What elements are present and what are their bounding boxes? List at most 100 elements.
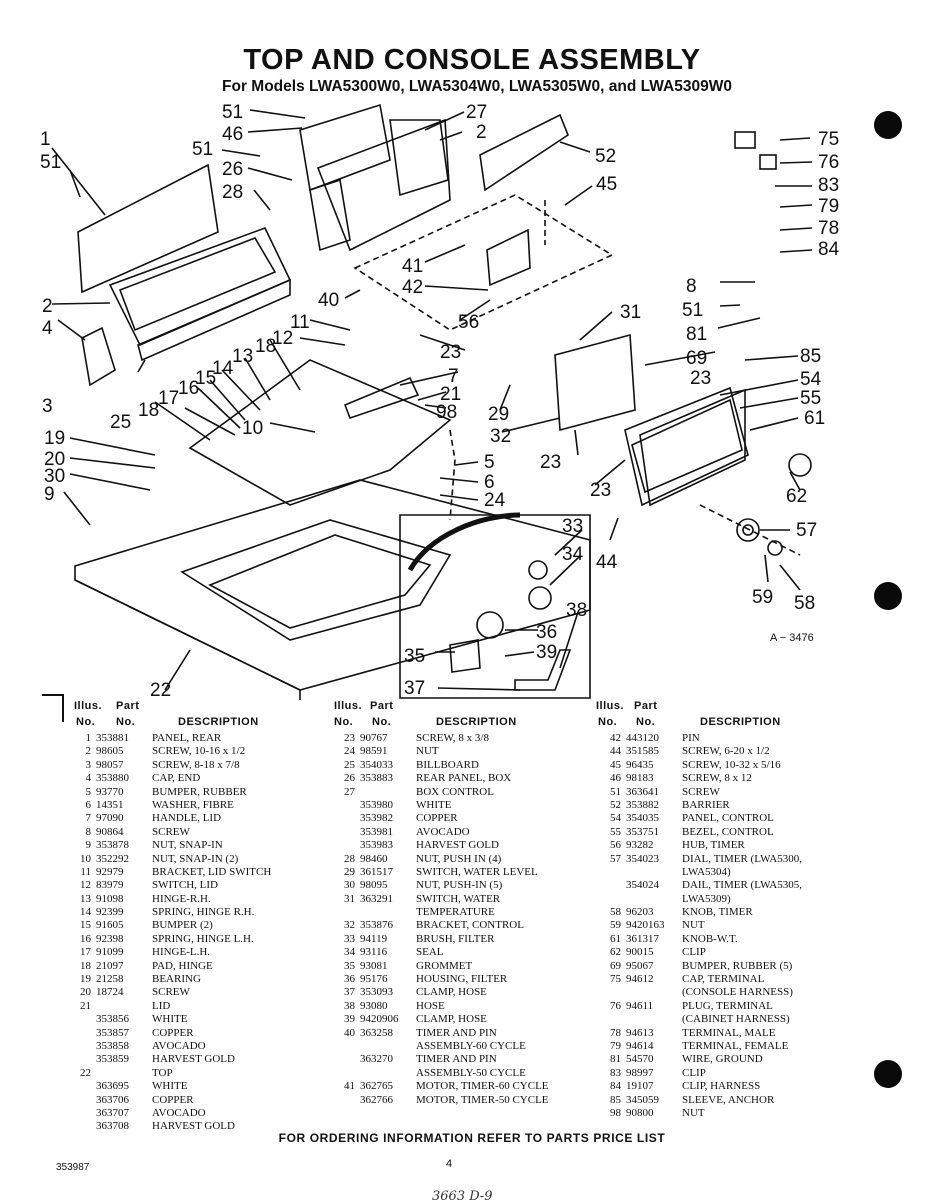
illus-number: 83 xyxy=(610,1066,621,1079)
parts-row: LWA5309) xyxy=(590,893,852,906)
illus-number: 36 xyxy=(344,973,355,986)
callout-label: 13 xyxy=(232,346,253,367)
callout-label: 15 xyxy=(195,368,216,389)
part-description: NUT, SNAP-IN xyxy=(152,839,223,852)
illus-number: 19 xyxy=(80,973,91,986)
illus-number xyxy=(60,1094,96,1107)
illus-number: 79 xyxy=(610,1039,621,1052)
part-number: 93116 xyxy=(360,946,388,959)
illus-number: 20 xyxy=(80,986,91,999)
part-description: MOTOR, TIMER-50 CYCLE xyxy=(416,1093,549,1106)
illus-number: 26 xyxy=(344,772,355,785)
part-number: 353857 xyxy=(96,1026,129,1039)
callout-label: 26 xyxy=(222,159,243,180)
part-description: SCREW, 8 x 12 xyxy=(682,772,752,785)
part-number: 94612 xyxy=(626,973,654,986)
part-number: 92398 xyxy=(96,932,124,945)
illus-number: 40 xyxy=(344,1026,355,1039)
part-description: WHITE xyxy=(152,1080,188,1093)
part-description: ASSEMBLY-50 CYCLE xyxy=(416,1066,526,1079)
illus-number xyxy=(324,799,360,812)
table-rule xyxy=(62,694,64,722)
part-description: COPPER xyxy=(152,1026,194,1039)
part-description: ASSEMBLY-60 CYCLE xyxy=(416,1039,526,1052)
part-number: 83979 xyxy=(96,879,124,892)
binder-hole xyxy=(874,111,902,139)
header-part-no: No. xyxy=(372,716,392,728)
illus-number: 42 xyxy=(610,732,621,744)
part-number: 363291 xyxy=(360,892,393,905)
callout-label: 6 xyxy=(484,472,495,493)
callout-label: 8 xyxy=(686,276,697,297)
part-number: 93282 xyxy=(626,839,654,852)
part-description: NUT, PUSH-IN (5) xyxy=(416,879,503,892)
part-description: CAP, TERMINAL xyxy=(682,973,765,986)
part-number: 353856 xyxy=(96,1013,129,1026)
header-description: DESCRIPTION xyxy=(436,716,517,728)
header-description: DESCRIPTION xyxy=(178,716,259,728)
part-description: CLAMP, HOSE xyxy=(416,986,487,999)
part-number: 9420163 xyxy=(626,919,665,932)
header-part-no: No. xyxy=(116,716,136,728)
callout-label: 9 xyxy=(44,484,55,505)
illus-number: 14 xyxy=(80,906,91,919)
part-number: 54570 xyxy=(626,1053,654,1066)
illus-number: 52 xyxy=(610,798,621,811)
callout-label: 37 xyxy=(404,678,425,699)
part-description: BEARING xyxy=(152,973,201,986)
part-number: 353751 xyxy=(626,825,659,838)
part-description: HARVEST GOLD xyxy=(152,1120,235,1133)
part-number: 94613 xyxy=(626,1026,654,1039)
part-number: 92399 xyxy=(96,906,124,919)
part-description: KNOB-W.T. xyxy=(682,932,738,945)
header-part-no: No. xyxy=(636,716,656,728)
part-description: PIN xyxy=(682,732,700,744)
illus-number: 15 xyxy=(80,919,91,932)
part-description: HARVEST GOLD xyxy=(416,839,499,852)
part-number: 353858 xyxy=(96,1039,129,1052)
callout-label: 69 xyxy=(686,348,707,369)
part-description: DIAL, TIMER (LWA5300, xyxy=(682,852,802,865)
illus-number: 6 xyxy=(85,798,92,811)
part-description: SCREW xyxy=(682,785,720,798)
part-number: 21097 xyxy=(96,959,124,972)
illus-number: 23 xyxy=(344,732,355,744)
part-number xyxy=(626,893,682,906)
callout-label: 21 xyxy=(440,384,461,405)
callout-label: 16 xyxy=(178,378,199,399)
part-number: 363708 xyxy=(96,1120,129,1133)
part-description: COPPER xyxy=(416,812,458,825)
part-number: 353859 xyxy=(96,1053,129,1066)
illus-number: 30 xyxy=(344,879,355,892)
part-number: 14351 xyxy=(96,798,124,811)
illus-number: 76 xyxy=(610,999,621,1012)
callout-label: 81 xyxy=(686,324,707,345)
illus-number: 11 xyxy=(80,865,91,878)
header-part: Part xyxy=(116,700,140,712)
illus-number: 81 xyxy=(610,1053,621,1066)
illus-number xyxy=(60,1040,96,1053)
part-description: NUT xyxy=(416,745,439,758)
callout-label: 1 xyxy=(40,129,51,150)
illus-number: 4 xyxy=(85,772,92,785)
part-description: CLIP xyxy=(682,946,706,959)
illus-number: 46 xyxy=(610,772,621,785)
